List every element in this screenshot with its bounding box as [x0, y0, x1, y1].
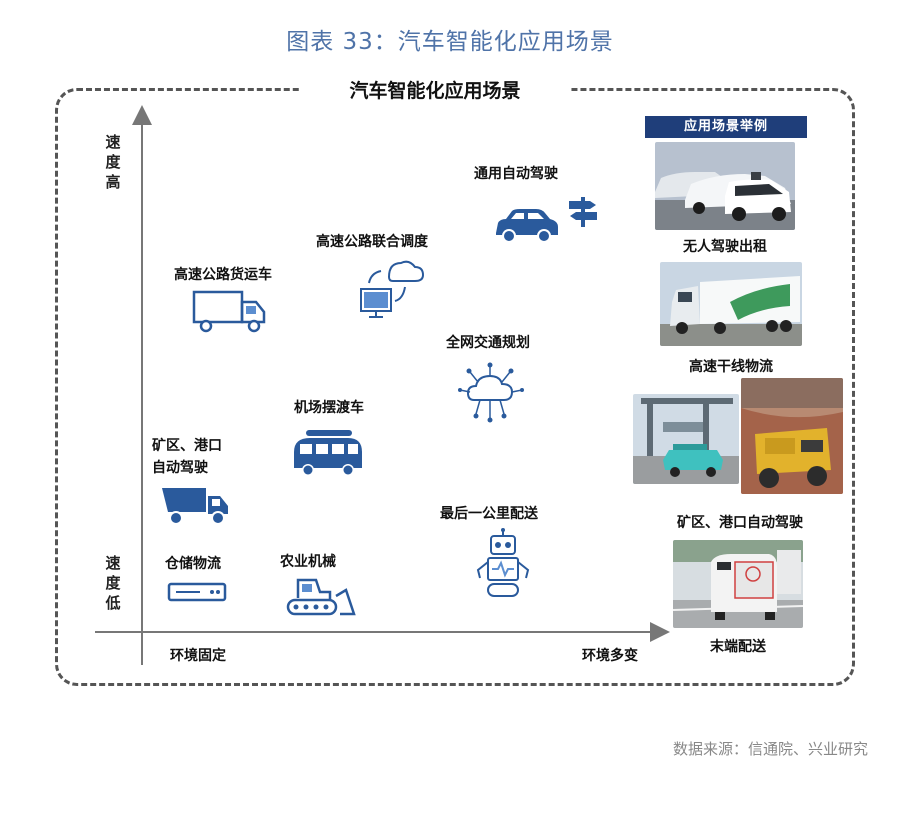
- x-axis-fixed-label: 环境固定: [170, 648, 226, 664]
- scenario-label-highway-dispatch: 高速公路联合调度: [316, 234, 428, 250]
- signpost-icon: [569, 197, 597, 227]
- example-label-mine-port: 矿区、港口自动驾驶: [677, 515, 803, 531]
- dump-truck-icon: [162, 488, 228, 525]
- example-label-trunk-logistics: 高速干线物流: [689, 359, 773, 375]
- scenario-label-agriculture: 农业机械: [280, 554, 336, 570]
- y-axis-high-label: 速度高: [105, 133, 121, 191]
- bulldozer-icon: [286, 578, 356, 616]
- port-vehicle-photo: [633, 394, 739, 484]
- truck-icon: [192, 290, 266, 333]
- cloud-network-icon: [458, 362, 524, 423]
- axes: [95, 105, 670, 665]
- example-label-robotaxi: 无人驾驶出租: [683, 239, 767, 255]
- scenario-label-airport-shuttle: 机场摆渡车: [294, 400, 364, 416]
- examples-header: 应用场景举例: [645, 116, 807, 138]
- scenario-label-mine-port: 矿区、港口: [152, 438, 222, 454]
- diagram-title: 汽车智能化应用场景: [300, 76, 570, 106]
- example-label-last-mile: 末端配送: [710, 639, 766, 655]
- y-axis-low-label: 速度低: [105, 554, 121, 612]
- source-note: 数据来源：信通院、兴业研究: [672, 740, 868, 758]
- x-axis-variable-label: 环境多变: [582, 648, 638, 664]
- robotaxi-photo: [655, 142, 795, 230]
- scenario-label-highway-freight: 高速公路货运车: [174, 267, 272, 283]
- scenario-label-last-mile: 最后一公里配送: [440, 506, 538, 522]
- storage-device-icon: [167, 582, 227, 602]
- robot-icon: [476, 528, 530, 597]
- scenario-label-general-autonomous: 通用自动驾驶: [474, 166, 558, 182]
- van-icon: [294, 430, 362, 476]
- autonomous-truck-photo: [660, 262, 802, 346]
- mine-truck-photo: [741, 378, 843, 494]
- car-icon: [496, 209, 558, 243]
- delivery-vehicle-photo: [673, 540, 803, 628]
- scenario-label-traffic-planning: 全网交通规划: [446, 335, 530, 351]
- figure-title: 图表 33：汽车智能化应用场景: [286, 29, 614, 55]
- cloud-monitor-icon: [360, 260, 425, 318]
- scenario-label-warehouse: 仓储物流: [165, 556, 221, 572]
- scenario-label-mine-port-line2: 自动驾驶: [152, 460, 208, 476]
